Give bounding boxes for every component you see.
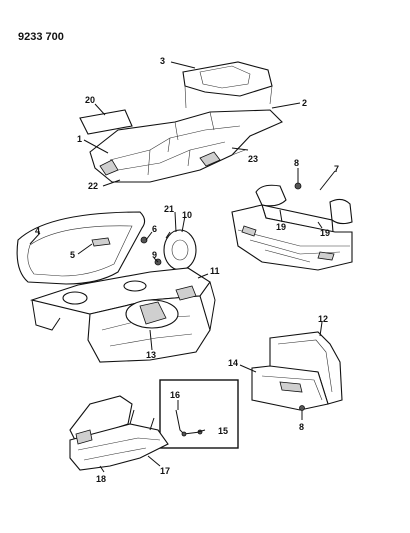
spare-tire-cover	[163, 229, 197, 271]
callout-13: 13	[146, 350, 156, 360]
sill-carpet	[69, 423, 169, 471]
callout-15: 15	[218, 426, 228, 436]
trunk-lid-group	[16, 211, 197, 285]
callout-19-left: 19	[276, 222, 286, 232]
callout-11: 11	[210, 266, 220, 276]
callout-3: 3	[160, 56, 165, 66]
floor-carpet-group	[79, 61, 283, 183]
callout-8-bottom: 8	[299, 422, 304, 432]
diagram-code: 9233 700	[18, 31, 64, 43]
callout-21: 21	[164, 204, 174, 214]
detail-box-group	[159, 379, 239, 449]
callout-2: 2	[302, 98, 307, 108]
carpet-pad	[79, 109, 133, 135]
callout-17: 17	[160, 466, 170, 476]
callout-8-top: 8	[294, 158, 299, 168]
trunk-floor	[87, 295, 211, 363]
callout-labels: 3 20 2 1 23 22 8 7 19 19 4 5 6 21 10 9 1…	[35, 56, 339, 484]
callout-7: 7	[334, 164, 339, 174]
callout-5: 5	[70, 250, 75, 260]
leader-lines	[29, 61, 336, 473]
seat-cushion-right	[329, 198, 353, 225]
trunk-pan-group	[29, 267, 216, 363]
callout-20: 20	[85, 95, 95, 105]
trunk-lid-liner	[16, 211, 146, 285]
detail-inset-box	[159, 379, 239, 449]
callout-12: 12	[318, 314, 328, 324]
callout-1: 1	[77, 134, 82, 144]
quarter-trim-group	[251, 331, 343, 420]
callout-14: 14	[228, 358, 238, 368]
callout-16: 16	[170, 390, 180, 400]
callout-19-right: 19	[320, 228, 330, 238]
callout-4: 4	[35, 226, 40, 236]
callout-18: 18	[96, 474, 106, 484]
push-pin-fastener	[294, 182, 302, 190]
callout-10: 10	[182, 210, 192, 220]
callout-23: 23	[248, 154, 258, 164]
sill-group	[69, 395, 169, 471]
rear-carpet-panel	[182, 61, 273, 97]
callout-22: 22	[88, 181, 98, 191]
seat-crossmember-group	[231, 176, 353, 271]
callout-9: 9	[152, 250, 157, 260]
callout-6: 6	[152, 224, 157, 234]
seat-cushion-left	[255, 184, 287, 207]
